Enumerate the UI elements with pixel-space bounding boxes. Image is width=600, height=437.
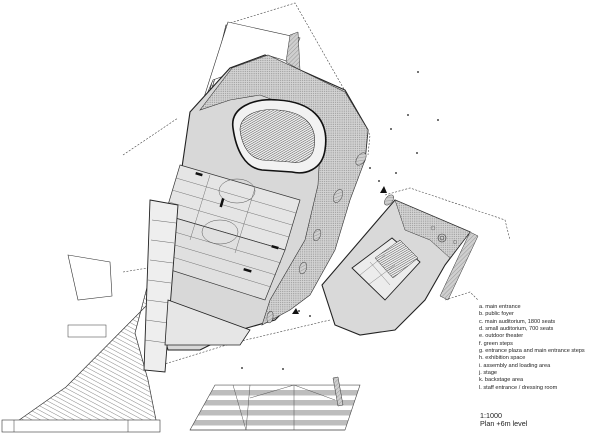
legend: a. main entrance b. public foyer c. main… xyxy=(479,304,585,392)
scale-label: 1:1000 xyxy=(480,411,502,420)
legend-item-f: f. green steps xyxy=(479,340,513,347)
scale-block: 1:1000 Plan +6m level xyxy=(480,411,528,429)
legend-item-d: d. small auditorium, 700 seats xyxy=(479,326,554,333)
legend-item-g: g. entrance plaza and main entrance step… xyxy=(479,348,585,355)
small-auditorium-building xyxy=(321,199,479,336)
main-building xyxy=(143,54,369,373)
legend-item-c: c. main auditorium, 1800 seats xyxy=(479,318,556,325)
legend-item-k: k. backstage area xyxy=(479,377,524,384)
legend-item-i: i. assembly and loading area xyxy=(479,362,551,369)
planters xyxy=(266,152,394,324)
trees xyxy=(241,71,439,370)
legend-item-a: a. main entrance xyxy=(479,304,521,310)
triangle-marker-icon xyxy=(380,186,387,193)
level-label: Plan +6m level xyxy=(480,419,528,429)
legend-item-e: e. outdoor theater xyxy=(479,333,524,340)
entrance-plaza-steps xyxy=(189,376,361,431)
legend-item-j: j. stage xyxy=(479,370,498,377)
legend-item-b: b. public foyer xyxy=(479,311,514,318)
legend-item-h: h. exhibition space xyxy=(479,355,526,362)
outdoor-theater-steps xyxy=(1,24,231,433)
triangle-marker-icon-2 xyxy=(292,308,299,314)
legend-item-l: l. staff entrance / dressing room xyxy=(479,384,558,391)
